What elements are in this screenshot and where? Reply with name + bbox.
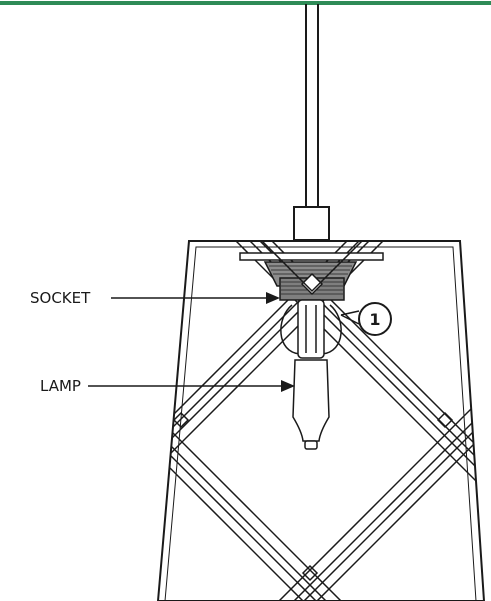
lamp-bulb	[292, 299, 330, 450]
callout-1: 1	[340, 302, 392, 336]
socket	[239, 240, 384, 301]
callout-1-number: 1	[369, 310, 380, 329]
socket-label: SOCKET	[30, 289, 91, 307]
cord	[305, 4, 319, 207]
lamp-shade	[156, 240, 486, 601]
lamp-callout: LAMP	[40, 377, 295, 395]
lamp-label: LAMP	[40, 377, 81, 395]
cord-grip	[293, 206, 330, 241]
socket-callout: SOCKET	[30, 289, 280, 307]
spring-clips	[280, 304, 342, 355]
